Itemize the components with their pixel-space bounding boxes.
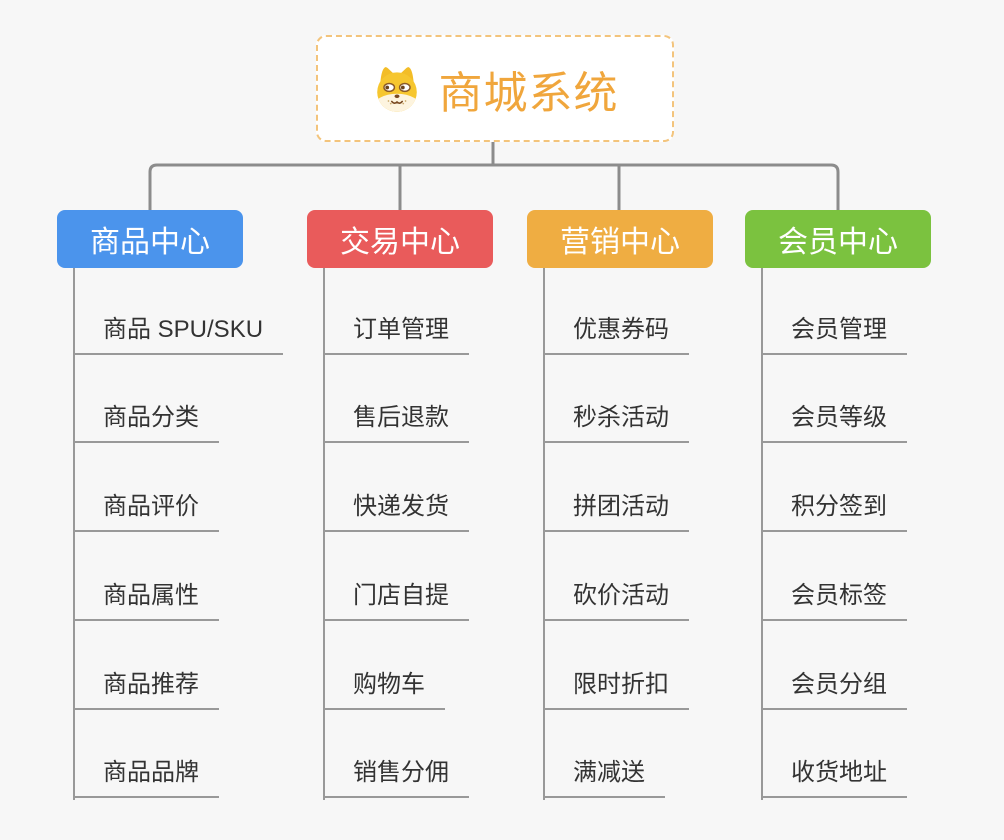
- branch-node-product-center[interactable]: 商品中心: [57, 210, 243, 268]
- leaf-node[interactable]: 会员分组: [761, 670, 907, 710]
- leaf-node[interactable]: 拼团活动: [543, 492, 689, 532]
- leaf-node[interactable]: 购物车: [323, 670, 445, 710]
- branch-node-trade-center[interactable]: 交易中心: [307, 210, 493, 268]
- leaf-node[interactable]: 会员管理: [761, 315, 907, 355]
- branch-trunk-line: [323, 268, 325, 800]
- branch-label: 交易中心: [340, 226, 460, 259]
- branch-label: 会员中心: [778, 226, 898, 259]
- leaf-node[interactable]: 商品分类: [73, 403, 219, 443]
- leaf-node[interactable]: 积分签到: [761, 492, 907, 532]
- leaf-node[interactable]: 砍价活动: [543, 581, 689, 621]
- leaf-node[interactable]: 商品评价: [73, 492, 219, 532]
- branch-label: 商品中心: [90, 226, 210, 259]
- leaf-node[interactable]: 商品 SPU/SKU: [73, 315, 284, 355]
- dog-face-icon: [376, 66, 417, 112]
- branch-trunk-line: [761, 268, 763, 800]
- branch-trunk-line: [543, 268, 545, 800]
- leaf-node[interactable]: 商品属性: [73, 581, 219, 621]
- branch-label: 营销中心: [560, 226, 680, 259]
- branch-trunk-line: [73, 268, 75, 800]
- leaf-node[interactable]: 收货地址: [761, 758, 907, 798]
- leaf-node[interactable]: 销售分佣: [323, 758, 469, 798]
- leaf-node[interactable]: 商品品牌: [73, 758, 219, 798]
- leaf-node[interactable]: 满减送: [543, 758, 665, 798]
- leaf-node[interactable]: 秒杀活动: [543, 403, 689, 443]
- leaf-node[interactable]: 订单管理: [323, 315, 469, 355]
- root-node[interactable]: 商城系统: [316, 35, 674, 142]
- branch-node-marketing-center[interactable]: 营销中心: [527, 210, 713, 268]
- leaf-node[interactable]: 门店自提: [323, 581, 469, 621]
- leaf-node[interactable]: 商品推荐: [73, 670, 219, 710]
- leaf-node[interactable]: 会员标签: [761, 581, 907, 621]
- branch-node-member-center[interactable]: 会员中心: [745, 210, 931, 268]
- leaf-node[interactable]: 优惠券码: [543, 315, 689, 355]
- leaf-node[interactable]: 会员等级: [761, 403, 907, 443]
- root-title: 商城系统: [438, 68, 619, 118]
- leaf-node[interactable]: 限时折扣: [543, 670, 689, 710]
- leaf-node[interactable]: 售后退款: [323, 403, 469, 443]
- leaf-node[interactable]: 快递发货: [323, 492, 469, 532]
